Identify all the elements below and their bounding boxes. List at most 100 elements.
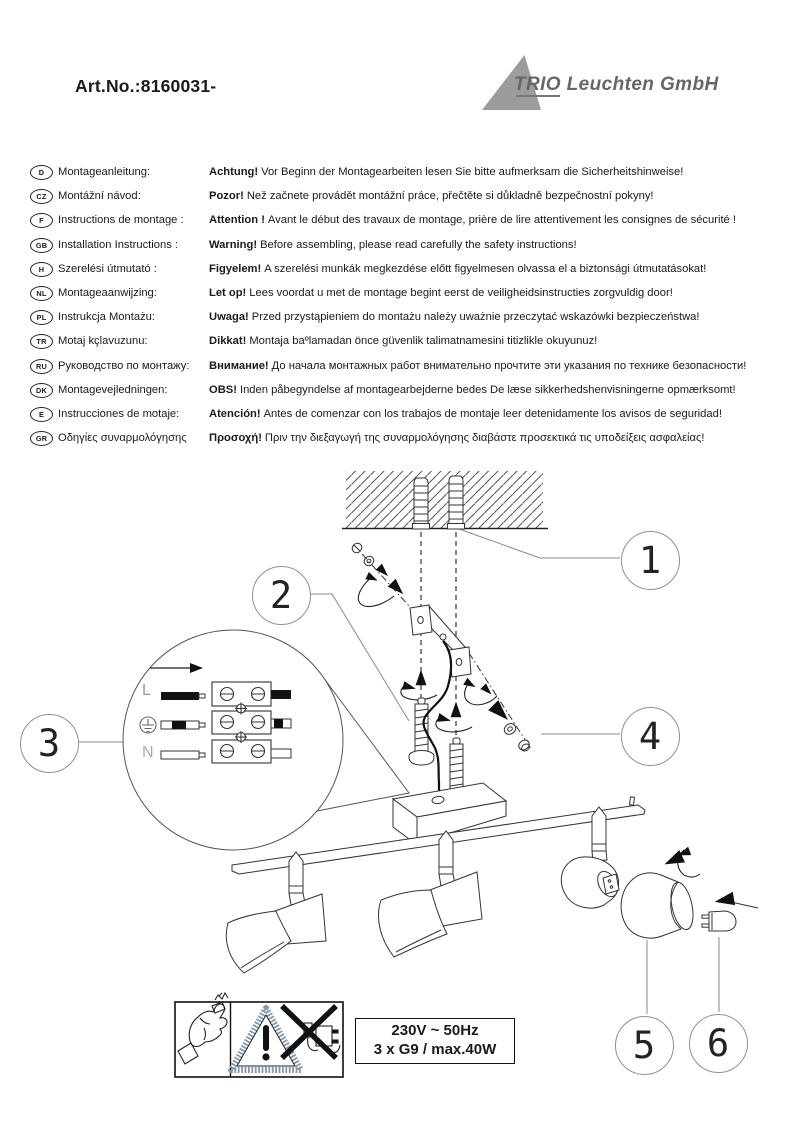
ceiling-hatch [342, 471, 548, 530]
wall-plug-dowels [412, 475, 465, 530]
callout-2: 2 [251, 565, 311, 625]
mains-cable [422, 640, 453, 791]
logo-underline [516, 95, 560, 98]
language-row: CZ Montážní návod: Pozor!Než začnete pro… [30, 189, 790, 205]
rotation-arrow-icon [464, 681, 498, 706]
language-code-badge: TR [30, 334, 53, 350]
warning-text: Atención!Antes de comenzar con los traba… [209, 408, 722, 420]
bulb-spec: 3 x G9 / max.40W [373, 1040, 497, 1058]
stem-middle [438, 830, 454, 875]
instruction-label: Montageaanwijzing: [58, 287, 157, 299]
stem-right [591, 806, 607, 852]
language-row: RU Руководство по монтажу: Внимание!До н… [30, 358, 790, 374]
instruction-label: Οδηγίες συναρμολόγησης [58, 432, 187, 445]
instruction-label: Montážní návod: [58, 190, 141, 203]
arrow-icon [437, 713, 452, 726]
warning-text: Warning!Before assembling, please read c… [209, 238, 577, 251]
warning-pictogram-box [174, 991, 344, 1078]
spot-head-middle [378, 871, 483, 958]
instruction-label: Instrukcja Montażu: [58, 311, 156, 324]
language-warnings-list: D Montageanleitung: Achtung!Vor Beginn d… [30, 165, 790, 455]
arrow-up-icon [415, 669, 427, 686]
mounting-bracket [409, 604, 472, 678]
language-code-badge: CZ [30, 189, 53, 205]
language-row: F Instructions de montage : Attention !A… [30, 213, 790, 229]
mounting-bar [231, 796, 646, 875]
language-code-badge: DK [30, 382, 53, 398]
callout-6: 6 [688, 1013, 748, 1073]
stem-left [288, 851, 304, 894]
language-code-badge: NL [30, 286, 53, 301]
arrow-up-icon [450, 701, 462, 718]
spot-head-left [225, 892, 327, 974]
callout-1: 1 [620, 530, 680, 590]
arrow-icon [488, 700, 514, 726]
warning-text: Let op!Lees voordat u met de montage beg… [209, 287, 673, 299]
electrical-spec-box: 230V ~ 50Hz 3 x G9 / max.40W [355, 1018, 515, 1064]
warning-text: Figyelem!A szerelési munkák megkezdése e… [209, 262, 707, 275]
warning-text: OBS!Inden påbegyndelse af montagearbejde… [209, 383, 736, 396]
screw-and-washer-top [351, 542, 420, 618]
instruction-label: Руководство по монтажу: [58, 359, 190, 372]
earth-icon [139, 716, 157, 734]
no-mains-plug-icon [280, 1004, 341, 1060]
instruction-label: Szerelési útmutató : [58, 262, 157, 275]
spot-stems [288, 806, 607, 894]
do-not-touch-lamp-icon [177, 991, 229, 1065]
terminal-block [211, 681, 272, 764]
language-code-badge: PL [30, 310, 53, 326]
warning-text: Attention !Avant le début des travaux de… [209, 214, 736, 227]
live-wire-label: L [142, 682, 151, 699]
dowel-left [412, 477, 430, 530]
language-row: DK Montagevejledningen: OBS!Inden påbegy… [30, 382, 790, 398]
rotation-arrow-icon [435, 715, 473, 733]
arrow-right-icon [190, 663, 203, 673]
rotation-arrow-icon [357, 576, 395, 608]
language-code-badge: E [30, 407, 53, 422]
insert-arrow-line [730, 901, 759, 909]
language-row: D Montageanleitung: Achtung!Vor Beginn d… [30, 165, 790, 180]
language-row: GB Installation Instructions : Warning!B… [30, 237, 790, 253]
instruction-label: Montageanleitung: [58, 166, 151, 178]
wire-live [161, 692, 199, 700]
instruction-label: Instructions de montage : [58, 214, 184, 227]
arrow-icon [365, 572, 380, 585]
screw-and-washer-right [468, 652, 532, 752]
arrow-icon [387, 578, 408, 599]
arrow-icon [480, 683, 495, 698]
language-code-badge: RU [30, 358, 53, 374]
halogen-bulb [701, 910, 737, 932]
language-code-badge: GR [30, 431, 53, 447]
language-row: GR Οδηγίες συναρμολόγησης Προσοχή!Πριν τ… [30, 431, 790, 447]
arrow-icon [375, 563, 392, 580]
warning-text: Dikkat!Montaja baºlamadan önce güvenlik … [209, 335, 598, 348]
warning-text: Προσοχή!Πριν την διεξαγωγή της συναρμολό… [209, 432, 705, 445]
warning-triangle-icon [228, 1005, 304, 1073]
callout-3: 3 [19, 713, 79, 773]
wires [160, 690, 292, 760]
wire-neutral [160, 750, 200, 760]
callout-5: 5 [614, 1015, 674, 1075]
language-row: PL Instrukcja Montażu: Uwaga!Przed przys… [30, 310, 790, 326]
arrow-icon [713, 891, 736, 909]
dowel-right [447, 475, 465, 530]
rotation-arrow-icon [400, 683, 438, 701]
callout-leader-lines [77, 528, 720, 1014]
language-code-badge: F [30, 213, 53, 229]
instruction-label: Motaj kçlavuzunu: [58, 335, 148, 348]
language-row: NL Montageaanwijzing: Let op!Lees voorda… [30, 286, 790, 301]
warning-text: Uwaga!Przed przystąpieniem do montażu na… [209, 311, 700, 324]
language-code-badge: H [30, 261, 53, 277]
language-row: H Szerelési útmutató : Figyelem!A szerel… [30, 261, 790, 277]
brand-logo: TRIO Leuchten GmbH [514, 74, 719, 95]
neutral-wire-label: N [142, 744, 154, 761]
arrow-icon [402, 681, 417, 694]
ceiling-canopy-box [391, 782, 508, 846]
warning-text: Pozor!Než začnete provádět montážní prác… [209, 190, 654, 203]
spot-head-right-socket [560, 850, 620, 909]
instruction-label: Montagevejledningen: [58, 383, 168, 396]
article-number: Art.No.:8160031- [75, 76, 217, 96]
instruction-label: Instrucciones de motaje: [58, 408, 180, 420]
lamp-shade [620, 872, 694, 939]
